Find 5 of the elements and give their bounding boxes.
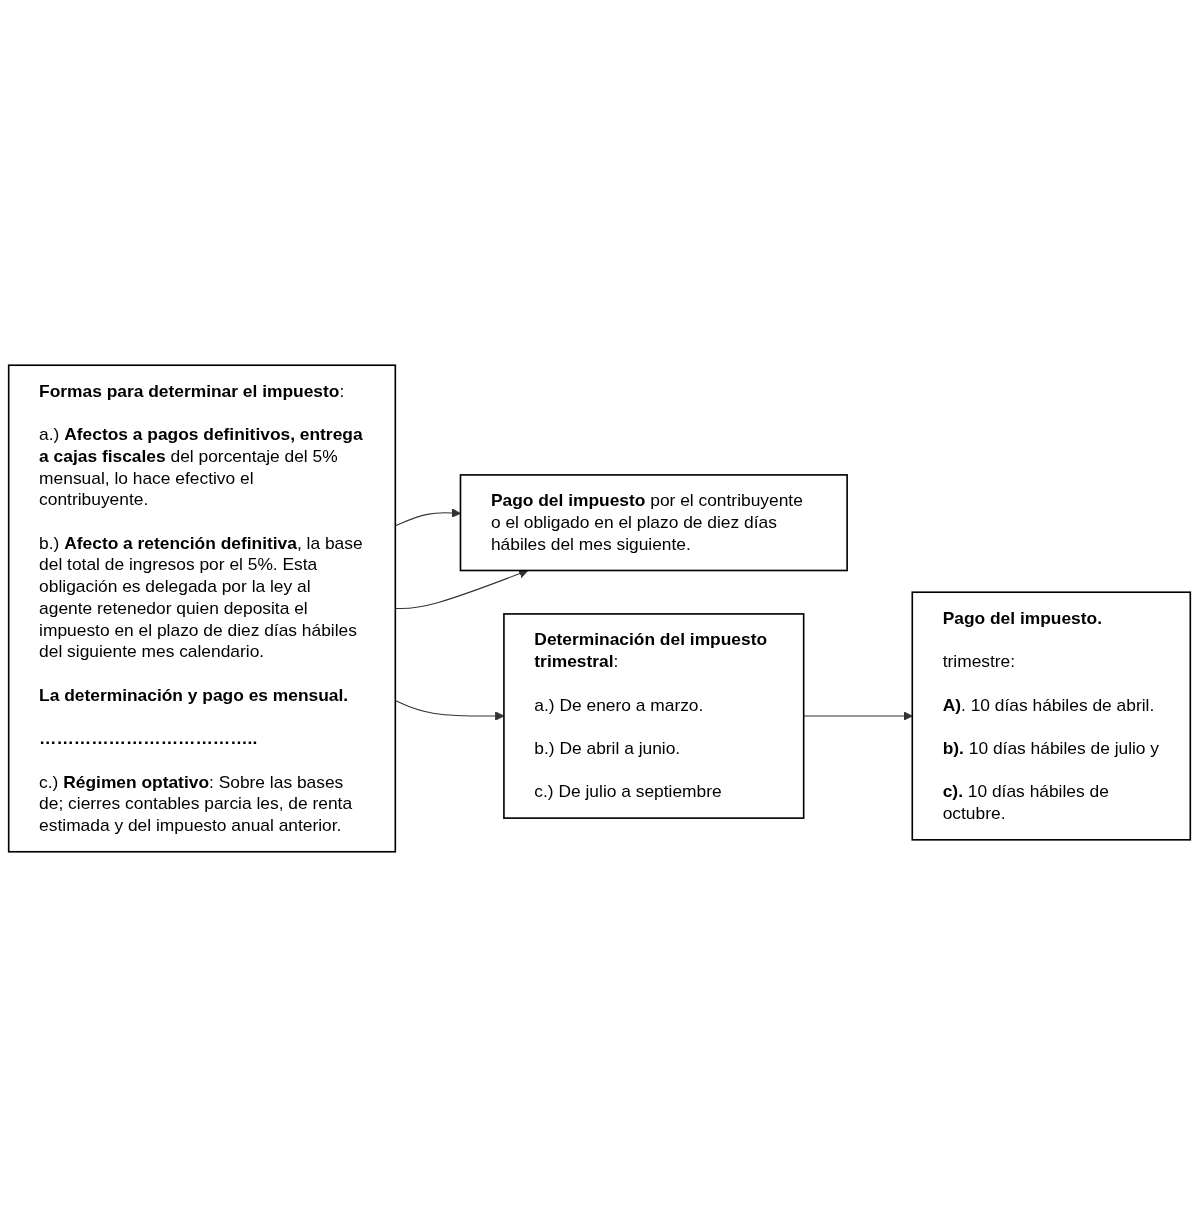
node-box: Determinación del impuesto trimestral: a.) De enero a marzo. b.) De abril a junio. c.) De julio a septiembre xyxy=(503,613,805,819)
node-box: Pago del impuesto. trimestre: A). 10 días hábiles de abril. b). 10 días hábiles de julio y c). 10 días hábiles de octubre. xyxy=(911,591,1192,841)
node-box: Pago del impuesto por el contribuyente o el obligado en el plazo de diez días hábiles del mes siguiente. xyxy=(459,474,848,572)
arrow xyxy=(803,711,913,721)
node-box: Formas para determinar el impuesto: a.) Afectos a pagos definitivos, entrega a cajas fiscales del porcentaje del 5% mensual, lo hace efectivo el contribuyente. b.) Afecto a retención definitiva, la base del total de ingresos por el 5%. Esta obligación es delegada por la ley al agente retenedor quien deposita el impuesto en el plazo de diez días hábiles del siguiente mes calendario. La determinación y pago es mensual. ……………………………….. c.) Régimen optativo: Sobre las bases de; cierres contables parcia les, de renta estimada y del impuesto anual anterior. xyxy=(7,364,397,853)
